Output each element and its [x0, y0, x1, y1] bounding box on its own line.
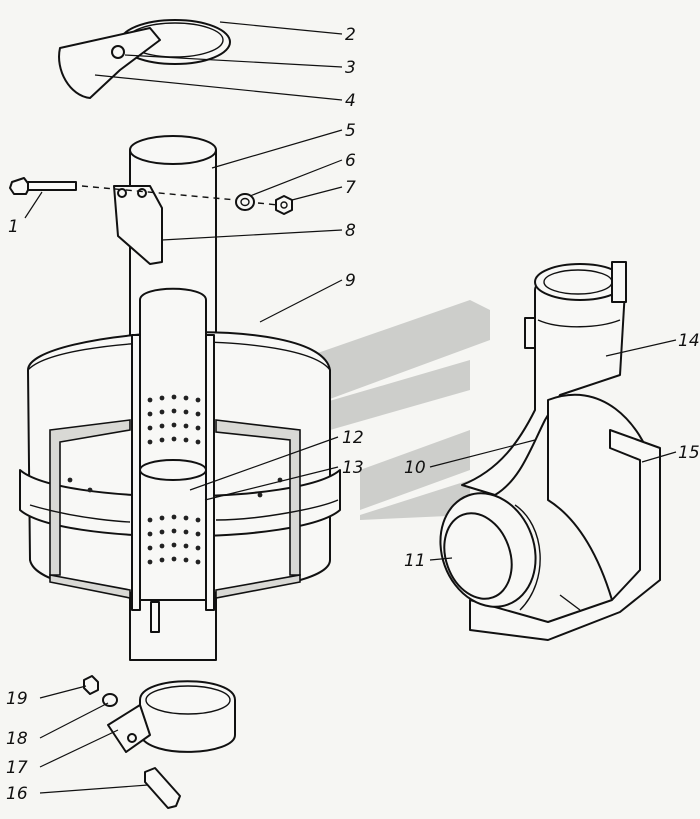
- callout-9: 9: [345, 271, 356, 291]
- washer-18: [102, 693, 118, 707]
- callout-10: 10: [404, 458, 426, 478]
- nut-7: [275, 195, 293, 215]
- bolt-1: [9, 177, 77, 195]
- filter-housing: [19, 287, 341, 611]
- elbow-bracket-15: [469, 429, 661, 641]
- assembly-axis-line: [81, 185, 237, 201]
- callout-2: 2: [345, 25, 356, 45]
- callout-17: 17: [6, 758, 28, 778]
- mounting-bracket: [113, 185, 163, 265]
- assembly-axis-line-2: [257, 202, 279, 206]
- callout-11: 11: [404, 551, 426, 571]
- callout-14: 14: [678, 331, 700, 351]
- callout-4: 4: [345, 91, 356, 111]
- callout-labels: 2 3 4 5 6 7 1 8 9 14 12 13 10 15 11 19 1…: [6, 25, 700, 804]
- callout-3: 3: [345, 58, 356, 78]
- callout-16: 16: [6, 784, 28, 804]
- callout-12: 12: [342, 428, 364, 448]
- leader-lines: [24, 21, 677, 794]
- callout-19: 19: [6, 689, 28, 709]
- callout-13: 13: [342, 458, 364, 478]
- cap-assembly: [58, 19, 231, 99]
- outlet-collar-11: [439, 492, 541, 611]
- callout-7: 7: [345, 178, 356, 198]
- bolt-16: [144, 767, 181, 809]
- callout-15: 15: [678, 443, 700, 463]
- nut-19: [83, 675, 99, 695]
- washer-6: [235, 193, 255, 211]
- callout-8: 8: [345, 221, 356, 241]
- callout-18: 18: [6, 729, 28, 749]
- callout-5: 5: [345, 121, 356, 141]
- callout-1: 1: [8, 217, 19, 237]
- pipe-clamp: [107, 680, 236, 753]
- callout-6: 6: [345, 151, 356, 171]
- perforations: [67, 394, 283, 565]
